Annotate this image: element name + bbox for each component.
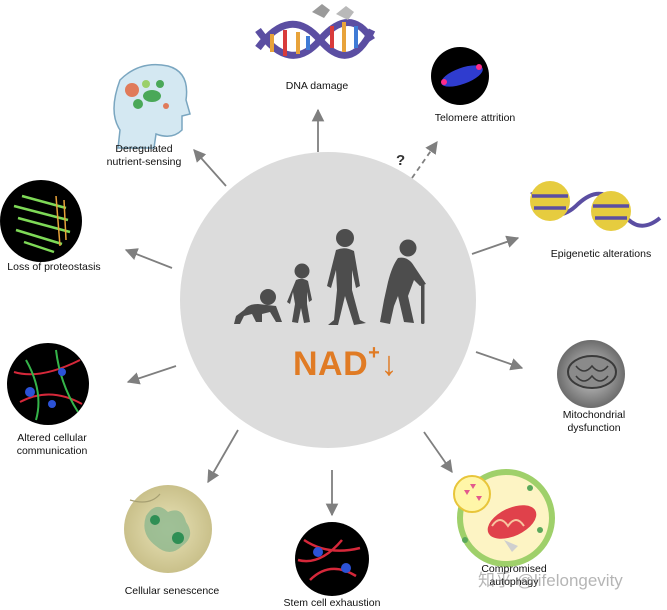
- protein-aggregate-icon: [0, 180, 82, 262]
- arrow-proteostasis: [124, 248, 173, 269]
- autophagy-icon: [453, 469, 555, 567]
- label-nutrient-line1: Deregulated: [115, 143, 173, 155]
- nad-plus: +: [368, 341, 381, 364]
- baby-silhouette: [234, 289, 282, 324]
- label-telomere-attrition: Telomere attrition: [434, 112, 516, 124]
- label-stem-cell: Stem cell exhaustion: [283, 597, 381, 609]
- aging-silhouettes: [234, 229, 426, 325]
- label-autophagy-line2: autophagy: [489, 576, 539, 588]
- epigenetic-nucleosome-icon: [530, 181, 662, 231]
- arrow-nutrient: [193, 149, 227, 187]
- head-nutrient-icon: [113, 63, 191, 149]
- arrow-epigenetic: [471, 235, 520, 255]
- arrow-autophagy: [423, 431, 453, 474]
- label-epigenetic-alterations: Epigenetic alterations: [550, 248, 652, 260]
- label-mitochondrial-line1: Mitochondrial: [562, 409, 626, 421]
- elder-silhouette: [380, 239, 426, 324]
- toddler-silhouette: [287, 263, 312, 323]
- cellular-communication-icon: [7, 343, 89, 425]
- arrow-communication: [126, 365, 177, 385]
- label-mitochondrial: Mitochondrial dysfunction: [546, 409, 642, 435]
- label-communication-line2: communication: [16, 445, 88, 457]
- arrow-telomere: [411, 140, 438, 179]
- hallmark-arrows: [124, 108, 524, 517]
- mitochondria-em-icon: [557, 340, 625, 408]
- label-autophagy: Compromised autophagy: [464, 563, 564, 589]
- arrow-mito: [475, 351, 524, 371]
- label-mitochondrial-line2: dysfunction: [567, 422, 621, 434]
- label-dna-damage: DNA damage: [285, 80, 349, 92]
- arrow-senescence: [207, 429, 239, 484]
- nad-decline-title: NAD+↓: [293, 341, 398, 384]
- label-proteostasis: Loss of proteostasis: [7, 261, 101, 273]
- label-senescence: Cellular senescence: [124, 585, 220, 597]
- nad-text: NAD: [293, 345, 369, 383]
- senescence-cell-icon: [124, 485, 212, 573]
- label-autophagy-line1: Compromised: [481, 563, 547, 575]
- label-communication: Altered cellular communication: [2, 432, 102, 458]
- watermark: 知乎 @lifelongevity: [478, 571, 623, 590]
- telomere-icon: [431, 47, 489, 105]
- dna-helix-icon: [255, 4, 376, 59]
- center-circle: [180, 152, 476, 448]
- label-nutrient-line2: nutrient-sensing: [106, 156, 182, 168]
- stem-cell-fluorescence-icon: [295, 522, 369, 596]
- question-mark: ?: [396, 152, 406, 169]
- adult-silhouette: [327, 229, 366, 325]
- label-nutrient-sensing: Deregulated nutrient-sensing: [96, 143, 192, 169]
- label-communication-line1: Altered cellular: [17, 432, 87, 444]
- nad-down-arrow: ↓: [380, 345, 398, 383]
